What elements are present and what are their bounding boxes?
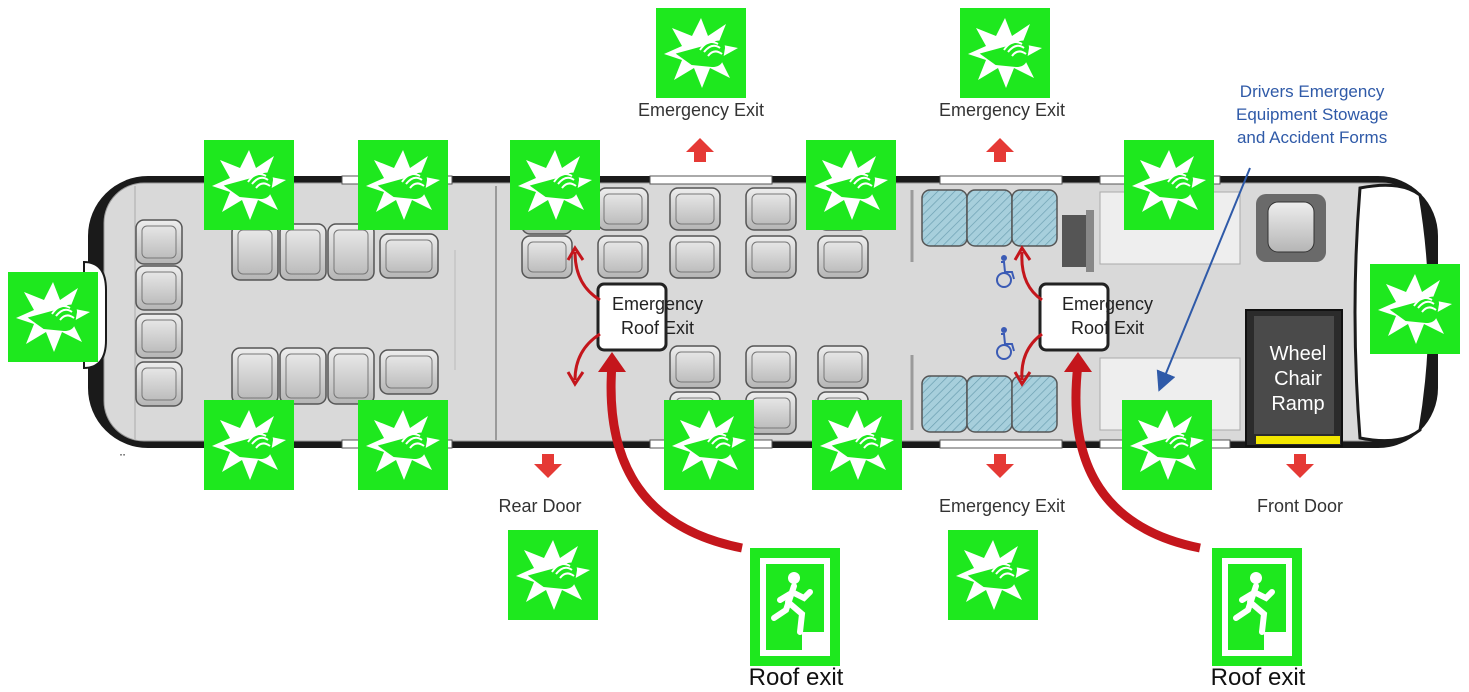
break-glass-graphic — [664, 400, 754, 490]
break-glass-graphic — [204, 400, 294, 490]
roof-exit-line1: Emergency — [612, 294, 704, 314]
drivers-line3: and Accident Forms — [1236, 128, 1388, 147]
break-glass-sign-icon — [812, 400, 902, 490]
seat — [745, 235, 797, 279]
seat — [279, 223, 327, 281]
seat — [745, 187, 797, 231]
break-glass-graphic — [1124, 140, 1214, 230]
exit-graphic — [750, 548, 840, 666]
front-door-label: Front Door — [1256, 496, 1344, 516]
break-glass-graphic — [358, 140, 448, 230]
seat — [135, 219, 183, 265]
emergency-exit-label: Emergency Exit — [938, 496, 1066, 516]
break-glass-sign-icon — [358, 400, 448, 490]
break-glass-graphic — [960, 8, 1050, 98]
seat — [745, 345, 797, 389]
roof-exit-line2: Roof Exit — [1071, 318, 1145, 338]
break-glass-graphic — [806, 140, 896, 230]
roof-exit-label: Roof exit — [1210, 664, 1306, 691]
seat — [379, 349, 439, 395]
running-man-exit-sign-icon — [1212, 548, 1302, 666]
seat — [135, 361, 183, 407]
wheelchair-ramp-label: Wheel Chair Ramp — [1256, 342, 1340, 417]
roof-exit-hatch-1 — [596, 282, 668, 352]
break-glass-graphic — [656, 8, 746, 98]
seat — [279, 347, 327, 405]
exit-direction-arrows — [534, 138, 1314, 478]
seat — [597, 235, 649, 279]
seat — [669, 187, 721, 231]
seat — [597, 187, 649, 231]
seat — [521, 235, 573, 279]
roof-exit-label: Roof exit — [748, 664, 844, 691]
break-glass-graphic — [358, 400, 448, 490]
rear-door-label: Rear Door — [498, 496, 582, 516]
roof-exit-line1: Emergency — [1062, 294, 1154, 314]
break-glass-graphic — [204, 140, 294, 230]
emergency-exit-label: Emergency Exit — [938, 100, 1066, 120]
seat — [231, 347, 279, 405]
ramp-line3: Ramp — [1271, 393, 1325, 415]
priority-seats — [921, 189, 1058, 433]
break-glass-sign-icon — [508, 530, 598, 620]
roof-exit-line2: Roof Exit — [621, 318, 695, 338]
seat — [327, 223, 375, 281]
wheelchair-icon — [996, 327, 1015, 360]
break-glass-sign-icon — [948, 530, 1038, 620]
ramp-line1: Wheel — [1269, 343, 1327, 365]
roof-exit-curves — [598, 352, 1201, 553]
break-glass-sign-icon — [1122, 400, 1212, 490]
break-glass-graphic — [8, 272, 98, 362]
break-glass-graphic — [948, 530, 1038, 620]
wheelchair-ramp — [1245, 309, 1343, 447]
seat — [379, 233, 439, 279]
seat — [135, 265, 183, 311]
break-glass-sign-icon — [204, 400, 294, 490]
break-glass-sign-icon — [204, 140, 294, 230]
break-glass-graphic — [812, 400, 902, 490]
seat — [135, 313, 183, 359]
driver-seat — [1256, 194, 1326, 262]
drivers-equipment-label: Drivers Emergency Equipment Stowage and … — [1236, 80, 1388, 149]
break-glass-graphic — [1370, 264, 1460, 354]
break-glass-graphic — [1122, 400, 1212, 490]
seat — [327, 347, 375, 405]
seat — [817, 235, 869, 279]
break-glass-sign-icon — [510, 140, 600, 230]
break-glass-sign-icon — [1124, 140, 1214, 230]
running-man-exit-sign-icon — [750, 548, 840, 666]
roof-hatch-arrows — [566, 245, 1043, 387]
exit-graphic — [1212, 548, 1302, 666]
break-glass-sign-icon — [358, 140, 448, 230]
wheelchair-icon — [996, 255, 1015, 288]
break-glass-graphic — [510, 140, 600, 230]
seat — [231, 223, 279, 281]
seat — [669, 235, 721, 279]
drivers-line1: Drivers Emergency — [1239, 82, 1385, 101]
break-glass-sign-icon — [1370, 264, 1460, 354]
break-glass-sign-icon — [806, 140, 896, 230]
seat — [669, 345, 721, 389]
drivers-equipment-pointer — [1156, 167, 1251, 392]
break-glass-graphic — [508, 530, 598, 620]
emergency-roof-exit-label: Emergency Roof Exit — [1062, 292, 1153, 340]
break-glass-sign-icon — [656, 8, 746, 98]
stray-mark: ¨ — [120, 452, 126, 469]
ramp-line2: Chair — [1274, 368, 1322, 390]
break-glass-sign-icon — [8, 272, 98, 362]
emergency-roof-exit-label: Emergency Roof Exit — [612, 292, 703, 340]
roof-exit-hatch-2 — [1038, 282, 1110, 352]
break-glass-sign-icon — [664, 400, 754, 490]
seat — [817, 345, 869, 389]
emergency-exit-label: Emergency Exit — [637, 100, 765, 120]
break-glass-sign-icon — [960, 8, 1050, 98]
drivers-line2: Equipment Stowage — [1236, 105, 1389, 124]
